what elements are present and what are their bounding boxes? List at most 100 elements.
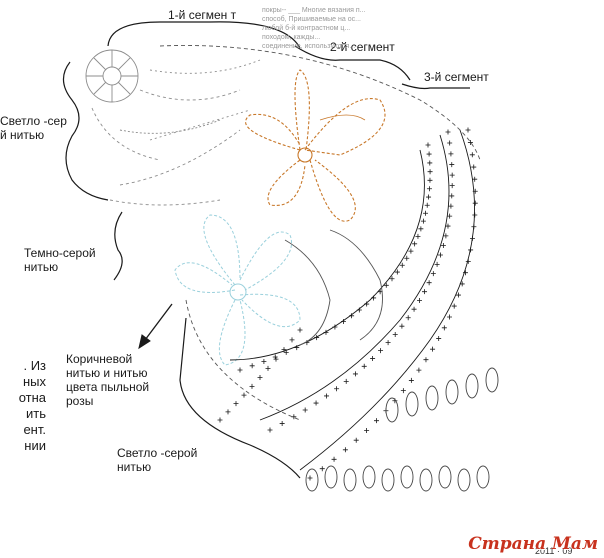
fringe-loop (343, 468, 357, 492)
plus-stitch (416, 367, 422, 373)
plus-stitch (426, 280, 432, 286)
fringe-loop (445, 379, 459, 405)
plus-stitch (472, 176, 478, 182)
plus-stitch (459, 281, 465, 287)
stitch-band (229, 129, 475, 471)
plus-stitch (427, 177, 433, 183)
light-blue-flower (174, 214, 301, 366)
plus-stitch (441, 325, 447, 331)
plus-stitch (378, 348, 384, 354)
plus-stitch (445, 129, 451, 135)
plus-stitch (323, 329, 329, 335)
plus-stitch (340, 318, 346, 324)
plus-stitch (412, 241, 418, 247)
plus-stitch (297, 327, 303, 333)
cropped-side-text: . Из ных отна ить ент. нии (18, 358, 46, 453)
plus-stitch (437, 252, 443, 258)
plus-stitch (447, 213, 453, 219)
plus-stitch (343, 378, 349, 384)
plus-stitch (291, 414, 297, 420)
fringe-loop (425, 385, 439, 411)
plus-stitch (440, 242, 446, 248)
plus-stitch (436, 336, 442, 342)
plus-stitch (364, 427, 370, 433)
plus-stitch (449, 172, 455, 178)
plus-stitch (451, 303, 457, 309)
fringe-loop (476, 465, 490, 489)
plus-stitch (430, 271, 436, 277)
plus-stitch (422, 289, 428, 295)
faint-background-text: покры-- ___ Многие вязания п... способ, … (262, 7, 366, 50)
plus-stitch (217, 417, 223, 423)
light-gray-yarn-label-top: Светло -сер й нитью (0, 114, 67, 142)
plus-stitch (411, 306, 417, 312)
plus-stitch (462, 270, 468, 276)
fringe-loop (305, 468, 319, 492)
plus-stitch (420, 218, 426, 224)
dark-gray-yarn-label: Темно-серой нитью (24, 246, 96, 274)
plus-stitch (294, 345, 300, 351)
light-gray-yarn-label-bottom: Светло -серой нитью (117, 446, 198, 474)
plus-stitch (332, 324, 338, 330)
plus-stitch (400, 388, 406, 394)
plus-stitch (307, 475, 313, 481)
plus-stitch (468, 247, 474, 253)
fringe-loop (485, 367, 499, 393)
fringe-loop (438, 465, 452, 489)
plus-stitch (465, 127, 471, 133)
plus-stitch (324, 393, 330, 399)
plus-stitch (467, 139, 473, 145)
plus-stitch (272, 354, 278, 360)
plus-stitch (417, 298, 422, 303)
fringe-loops (305, 367, 499, 492)
watermark: Страна Мам (468, 534, 598, 554)
plus-stitch (225, 409, 231, 415)
plus-stitch (447, 314, 452, 320)
plus-stitch (399, 323, 405, 329)
fringe-loop (362, 465, 376, 489)
plus-stitch (302, 407, 308, 413)
plus-stitch (447, 140, 453, 146)
page-number: 2011 · 09 (535, 546, 573, 556)
plus-stitch (389, 276, 395, 282)
segment-2-label: 2-й сегмент (330, 40, 395, 54)
plus-stitch (364, 301, 370, 307)
segment-3-label: 3-й сегмент (424, 70, 489, 84)
plus-stitch (265, 365, 271, 371)
plus-stitch (342, 447, 348, 453)
plus-stitch (279, 420, 285, 426)
fringe-loop (400, 465, 414, 489)
plus-stitch (249, 363, 255, 369)
plus-stitch (334, 386, 340, 392)
plus-stitch (349, 313, 355, 319)
fringe-loop (457, 468, 471, 492)
plus-stitch (426, 194, 432, 200)
plus-stitch (449, 162, 455, 168)
plus-stitch (469, 235, 475, 241)
plus-stitch (371, 295, 377, 301)
segment-brackets (62, 21, 470, 479)
fringe-loop (465, 373, 479, 399)
plus-stitch (472, 200, 478, 206)
plus-stitch (449, 183, 455, 189)
plus-stitch (425, 142, 431, 148)
plus-stitch (424, 202, 430, 208)
plus-stitch (373, 418, 379, 424)
plus-stitch (449, 193, 455, 199)
plus-stitch (313, 400, 319, 406)
plus-stitch (241, 392, 247, 398)
plus-stitch (427, 169, 433, 175)
plus-stitch (383, 282, 389, 288)
plus-stitch (353, 437, 359, 443)
plus-stitch (426, 186, 432, 192)
plus-stitch (356, 307, 362, 313)
plus-stitch (281, 347, 287, 353)
plus-stitch (465, 258, 471, 264)
plus-stitch (361, 363, 367, 369)
plus-stitch (408, 377, 414, 383)
segment-1-label: 1-й сегмен т (168, 8, 237, 22)
plus-stitch (405, 315, 411, 321)
plus-stitch (455, 292, 461, 298)
plus-stitches (217, 127, 478, 481)
plus-stitch (399, 262, 405, 268)
